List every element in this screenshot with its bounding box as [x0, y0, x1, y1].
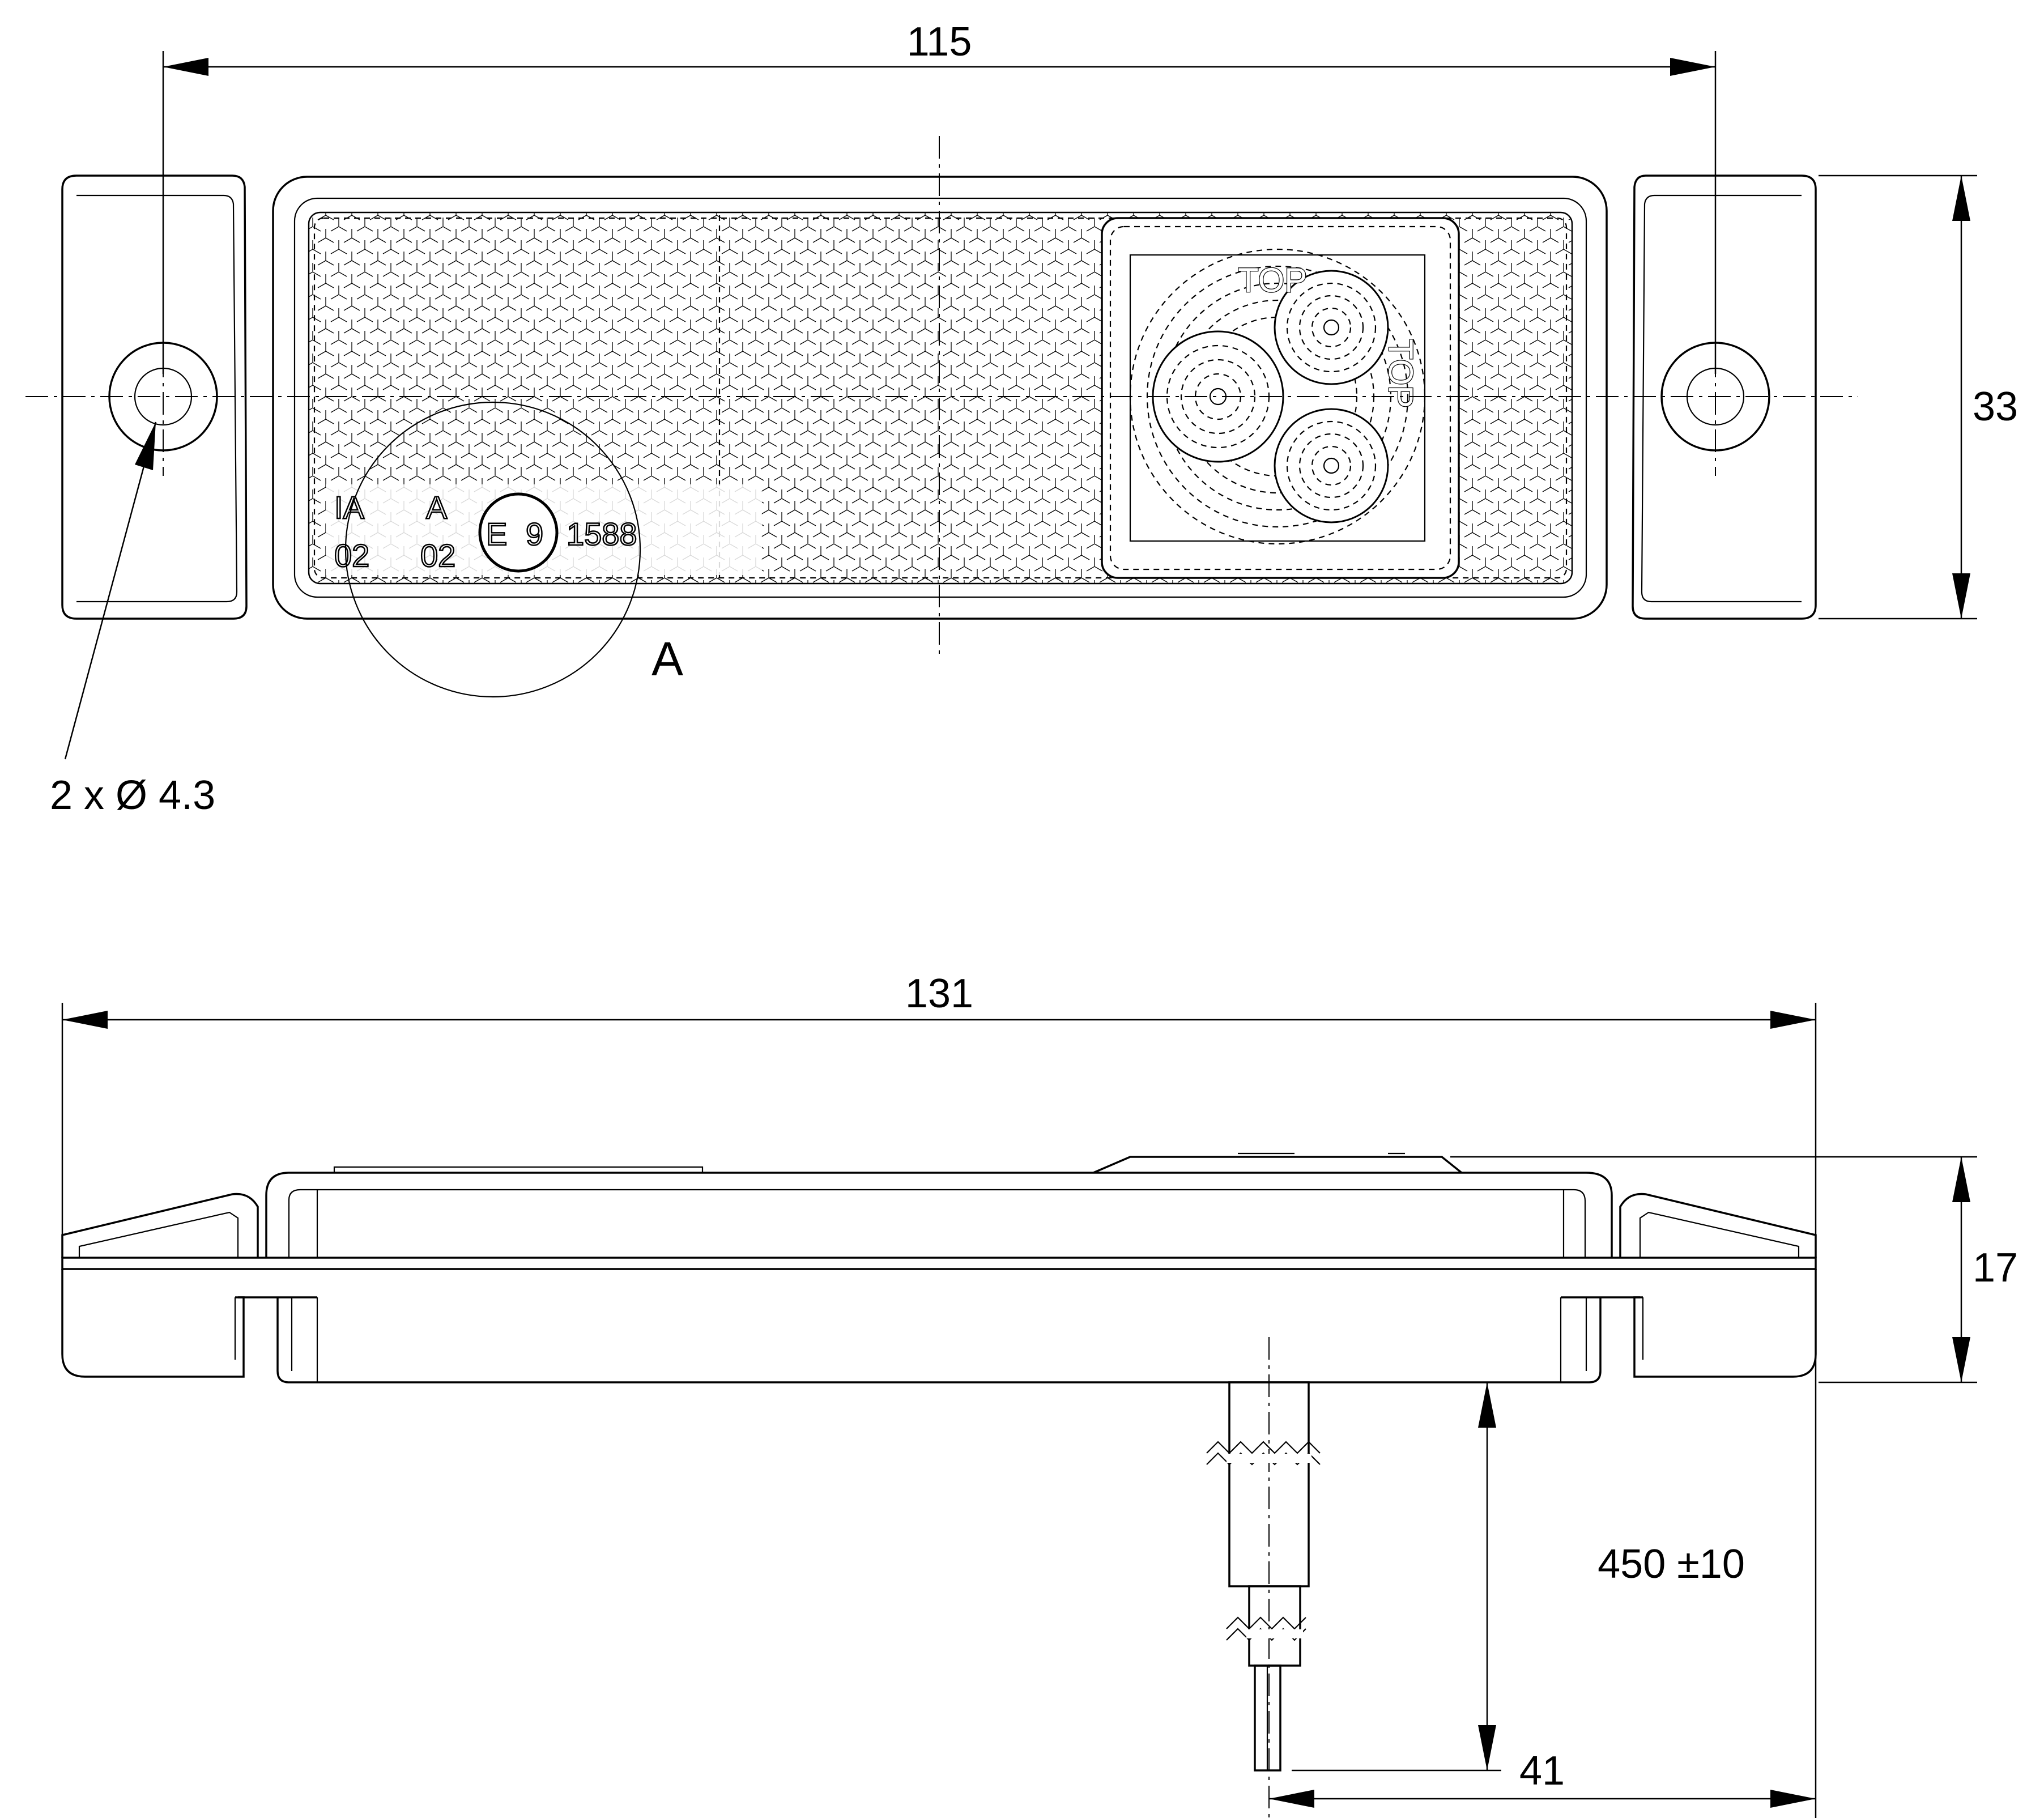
e-mark-number: 9 [526, 516, 543, 552]
side-left-flange [61, 1193, 259, 1258]
approval-1-bottom: 02 [334, 538, 369, 573]
dim-hole-text: 2 x Ø 4.3 [50, 773, 215, 818]
top-label-1: TOP [1238, 261, 1307, 299]
right-flange [1632, 174, 1817, 620]
approval-2-bottom: 02 [420, 538, 455, 573]
front-view: TOP TOP IA 02 A 02 E 9 1588 A [25, 136, 1858, 698]
dim-115-text: 115 [907, 19, 972, 65]
approval-number: 1588 [567, 516, 637, 552]
top-label-2: TOP [1382, 339, 1420, 408]
dimension-17: 17 [1450, 1156, 2018, 1383]
detail-circle [344, 401, 641, 698]
dim-17-text: 17 [1973, 1245, 2018, 1291]
dimension-41: 41 [1269, 1748, 1816, 1808]
approval-2-top: A [426, 489, 448, 525]
side-view [61, 1152, 1817, 1818]
side-right-flange [1619, 1193, 1817, 1258]
e-mark: E [486, 516, 507, 552]
approval-markings: IA 02 A 02 E 9 1588 [326, 484, 762, 575]
left-flange [61, 174, 248, 620]
led-bottom [1274, 408, 1389, 523]
side-bottom [276, 1297, 1602, 1383]
dimension-450: 450 ±10 [1292, 1382, 1745, 1772]
dimension-hole: 2 x Ø 4.3 [50, 421, 215, 818]
approval-1-top: IA [334, 489, 365, 525]
dim-131-text: 131 [905, 971, 973, 1016]
e-mark-circle [478, 492, 559, 573]
dim-33-text: 33 [1973, 384, 2018, 429]
dim-41-text: 41 [1519, 1748, 1565, 1794]
cable [1206, 1337, 1321, 1818]
detail-label: A [651, 632, 683, 686]
side-body [265, 1172, 1613, 1258]
dimension-33: 33 [1819, 174, 2018, 620]
dimension-131: 131 [61, 971, 1817, 1818]
led-top [1274, 270, 1389, 385]
dimension-115: 115 [162, 19, 1717, 374]
led-window: TOP TOP [1101, 217, 1460, 579]
dim-450-text: 450 ±10 [1598, 1542, 1745, 1587]
